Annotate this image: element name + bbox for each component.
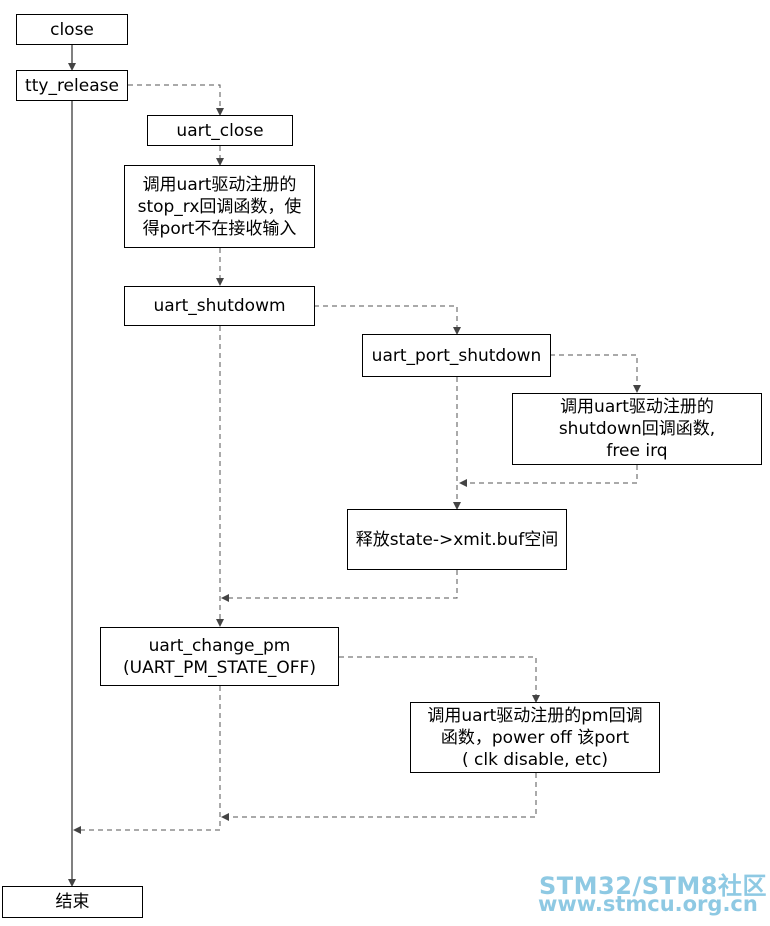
node-text: 释放state->xmit.buf空间 [356,529,558,551]
node-text-line: 调用uart驱动注册的pm回调 [427,705,643,726]
node-text-line: 结束 [55,892,90,912]
node-text: uart_close [176,120,263,142]
node-text: 结束 [56,891,90,913]
node-text-line: free irq [606,441,668,461]
node-uart-close: uart_close [147,115,293,146]
node-text-line: (UART_PM_STATE_OFF) [123,657,316,678]
node-text: uart_shutdowm [153,295,285,317]
connector-tty-release-to-uart-close [128,84,224,116]
connector-change-pm-to-pm-cb [339,656,540,703]
node-text: 调用uart驱动注册的pm回调函数，power off 该port( clk d… [427,705,642,771]
node-text-line: close [50,19,94,40]
node-text-line: 调用uart驱动注册的 [142,174,297,195]
node-uart-change-pm: uart_change_pm(UART_PM_STATE_OFF) [100,627,339,686]
node-text-line: shutdown回调函数, [558,419,716,439]
watermark-title: STM32/STM8社区 [539,872,767,900]
connector-uart-shutdown-to-port-shutdown [314,305,461,335]
node-text-line: uart_change_pm [148,635,291,656]
connector-shutdown-cb-return [459,465,638,487]
node-text: uart_port_shutdown [372,345,542,367]
node-text-line: uart_close [176,120,264,141]
node-text-line: ( clk disable, etc) [461,749,608,770]
node-text-line: uart_shutdowm [153,296,286,316]
node-end: 结束 [2,886,143,918]
node-text-line: 调用uart驱动注册的 [560,397,714,417]
connector-change-pm-return [73,686,221,834]
node-text: close [50,19,94,41]
node-tty-release: tty_release [16,70,128,101]
node-text-line: 得port不在接收输入 [142,218,297,239]
node-text-line: 函数，power off 该port [440,727,630,748]
node-uart-shutdown: uart_shutdowm [124,286,315,326]
node-uart-port-shutdown: uart_port_shutdown [362,334,551,377]
connector-free-buf-return [221,570,458,602]
node-text-line: stop_rx回调函数，使 [137,196,302,217]
node-close: close [16,14,128,45]
node-text: tty_release [25,75,119,97]
watermark-url: www.stmcu.org.cn [538,892,758,916]
node-text: uart_change_pm(UART_PM_STATE_OFF) [123,635,316,679]
node-free-xmit-buf: 释放state->xmit.buf空间 [347,509,567,570]
node-text-line: tty_release [25,75,119,96]
node-pm-callback: 调用uart驱动注册的pm回调函数，power off 该port( clk d… [410,702,660,773]
connector-pm-cb-return [221,773,537,821]
connector-port-shutdown-to-shutdown-cb [550,354,641,393]
node-text-line: uart_port_shutdown [371,345,542,366]
node-text-line: 释放state->xmit.buf空间 [355,529,559,550]
